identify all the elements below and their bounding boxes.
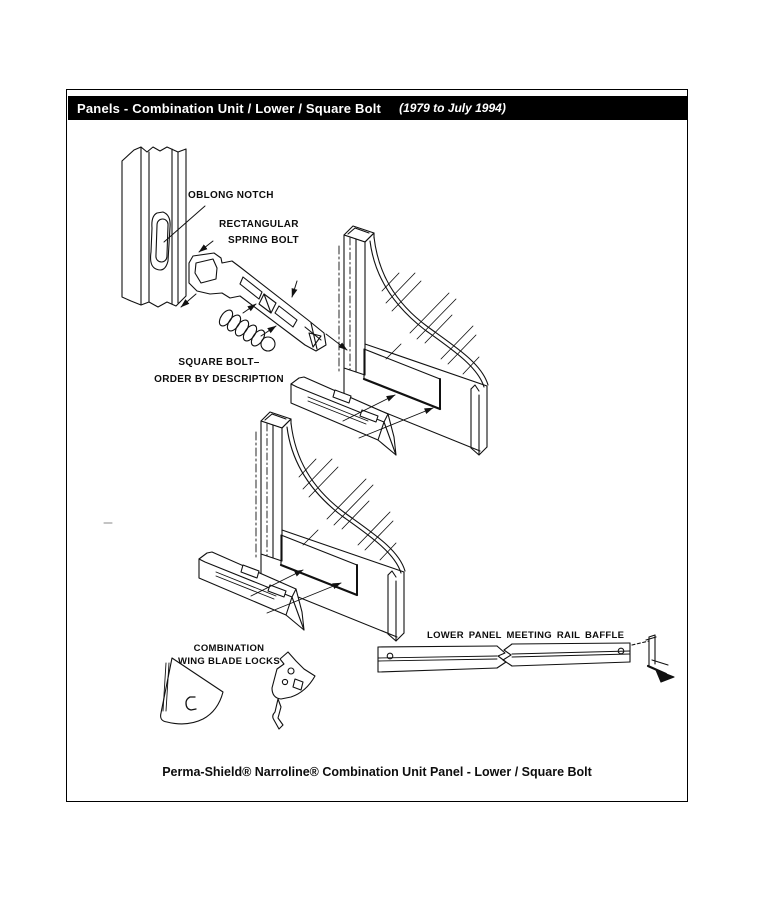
footer-caption: Perma-Shield® Narroline® Combination Uni… — [162, 765, 592, 779]
side-jamb-drawing — [103, 146, 187, 524]
meeting-rail-baffle-drawing — [377, 634, 675, 683]
spring-drawing — [218, 309, 276, 352]
label-spring-bolt-line1: RECTANGULAR — [219, 219, 299, 230]
upper-lock-rail-drawing — [291, 377, 433, 455]
lower-lock-rail-drawing — [199, 552, 341, 630]
wing-blade-lock-right-drawing — [271, 651, 316, 730]
callout-arrows — [163, 205, 348, 351]
header-bar: Panels - Combination Unit / Lower / Squa… — [68, 96, 687, 120]
label-meeting-rail-baffle: LOWER PANEL MEETING RAIL BAFFLE — [427, 630, 625, 641]
page-date-range: (1979 to July 1994) — [399, 101, 506, 115]
spring-bolt-drawing — [188, 252, 327, 352]
label-combination-locks-line2: WING BLADE LOCKS — [178, 656, 280, 667]
label-square-bolt-line2: ORDER BY DESCRIPTION — [154, 374, 284, 385]
label-oblong-notch: OBLONG NOTCH — [188, 190, 274, 201]
wing-blade-lock-left-drawing — [160, 657, 224, 725]
label-spring-bolt-line2: SPRING BOLT — [228, 235, 299, 246]
page-title: Panels - Combination Unit / Lower / Squa… — [77, 100, 382, 116]
label-combination-locks-line1: COMBINATION — [193, 643, 265, 654]
label-square-bolt-line1: SQUARE BOLT– — [178, 357, 260, 368]
